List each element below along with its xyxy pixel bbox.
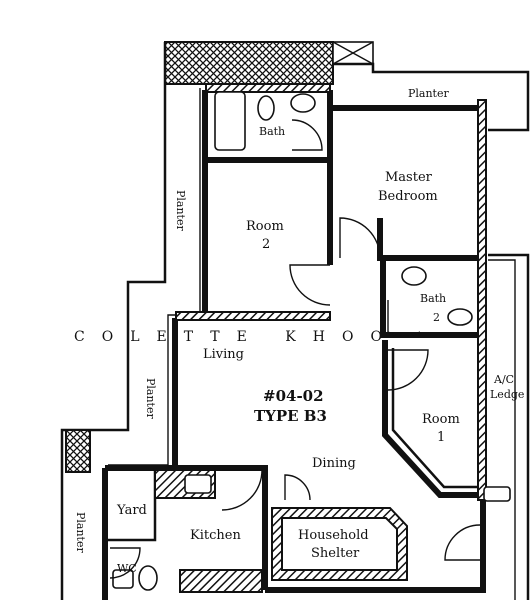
master-bedroom-label-1: Master [385, 170, 433, 185]
wc-door [109, 547, 141, 579]
kitchen-bottom-counter [179, 569, 263, 593]
planter-outline-left [60, 42, 167, 600]
planter-left-lower-label: Planter [144, 378, 157, 419]
living-label: Living [203, 347, 244, 362]
room-1-inner [391, 348, 478, 489]
bath-2-toilet [447, 308, 473, 326]
yard-label: Yard [116, 503, 147, 518]
living-top-hatch [175, 311, 331, 321]
wc-label: WC [117, 562, 137, 575]
room-2-door [289, 264, 331, 306]
kitchen-walls [102, 465, 268, 600]
kitchen-sink [184, 474, 212, 494]
bath-2-sink [401, 266, 427, 286]
wc-basin [112, 569, 134, 589]
planter-top-label: Planter [408, 87, 449, 100]
bathtub [214, 91, 246, 151]
room-1-right-hatch [477, 99, 487, 501]
top-balcony-hatch [164, 41, 334, 85]
bottom-wall [265, 500, 486, 593]
bath-2-door [387, 300, 421, 337]
planter-bottom-left-label: Planter [74, 512, 87, 553]
unit-number: #04-02 [263, 387, 324, 405]
top-balcony-x [332, 41, 374, 65]
unit-type: TYPE B3 [254, 407, 327, 425]
ledge-unit [483, 486, 511, 502]
bath-1-walls [202, 90, 333, 163]
bath-1-hatch-wall [205, 83, 331, 93]
ac-ledge-outline [488, 253, 530, 600]
ac-ledge-label-2: Ledge [490, 388, 524, 401]
household-shelter-label-2: Shelter [311, 546, 360, 561]
bath-1-label: Bath [259, 125, 285, 138]
room-1-label: Room [422, 412, 460, 427]
bath-1-door [291, 119, 323, 151]
master-bedroom-door [339, 217, 381, 259]
master-bedroom-label-2: Bedroom [378, 189, 438, 204]
room-1-number: 1 [437, 430, 445, 445]
room-1-door [387, 349, 429, 391]
kitchen-door [221, 469, 263, 511]
room-2-label: Room [246, 219, 284, 234]
shelter-door [284, 474, 311, 501]
watermark: COLETTE KHOO [74, 329, 399, 345]
room-2-number: 2 [262, 237, 270, 252]
bath-2-label: Bath [420, 292, 446, 305]
household-shelter-walls [271, 507, 408, 581]
ac-ledge-label-1: A/C [493, 373, 514, 386]
bath-1-sink [290, 93, 316, 113]
planter-bottom-left-hatch [65, 429, 91, 473]
wc-toilet [138, 565, 158, 591]
household-shelter-label-1: Household [298, 528, 369, 543]
ac-ledge-inner [488, 259, 516, 600]
ledge-door [444, 524, 481, 561]
planter-outline-top [333, 62, 530, 132]
planter-left-upper-label: Planter [174, 190, 187, 231]
kitchen-label: Kitchen [190, 528, 241, 543]
bath-1-toilet [257, 95, 275, 121]
dining-label: Dining [312, 456, 356, 471]
bath-2-number: 2 [433, 311, 440, 324]
